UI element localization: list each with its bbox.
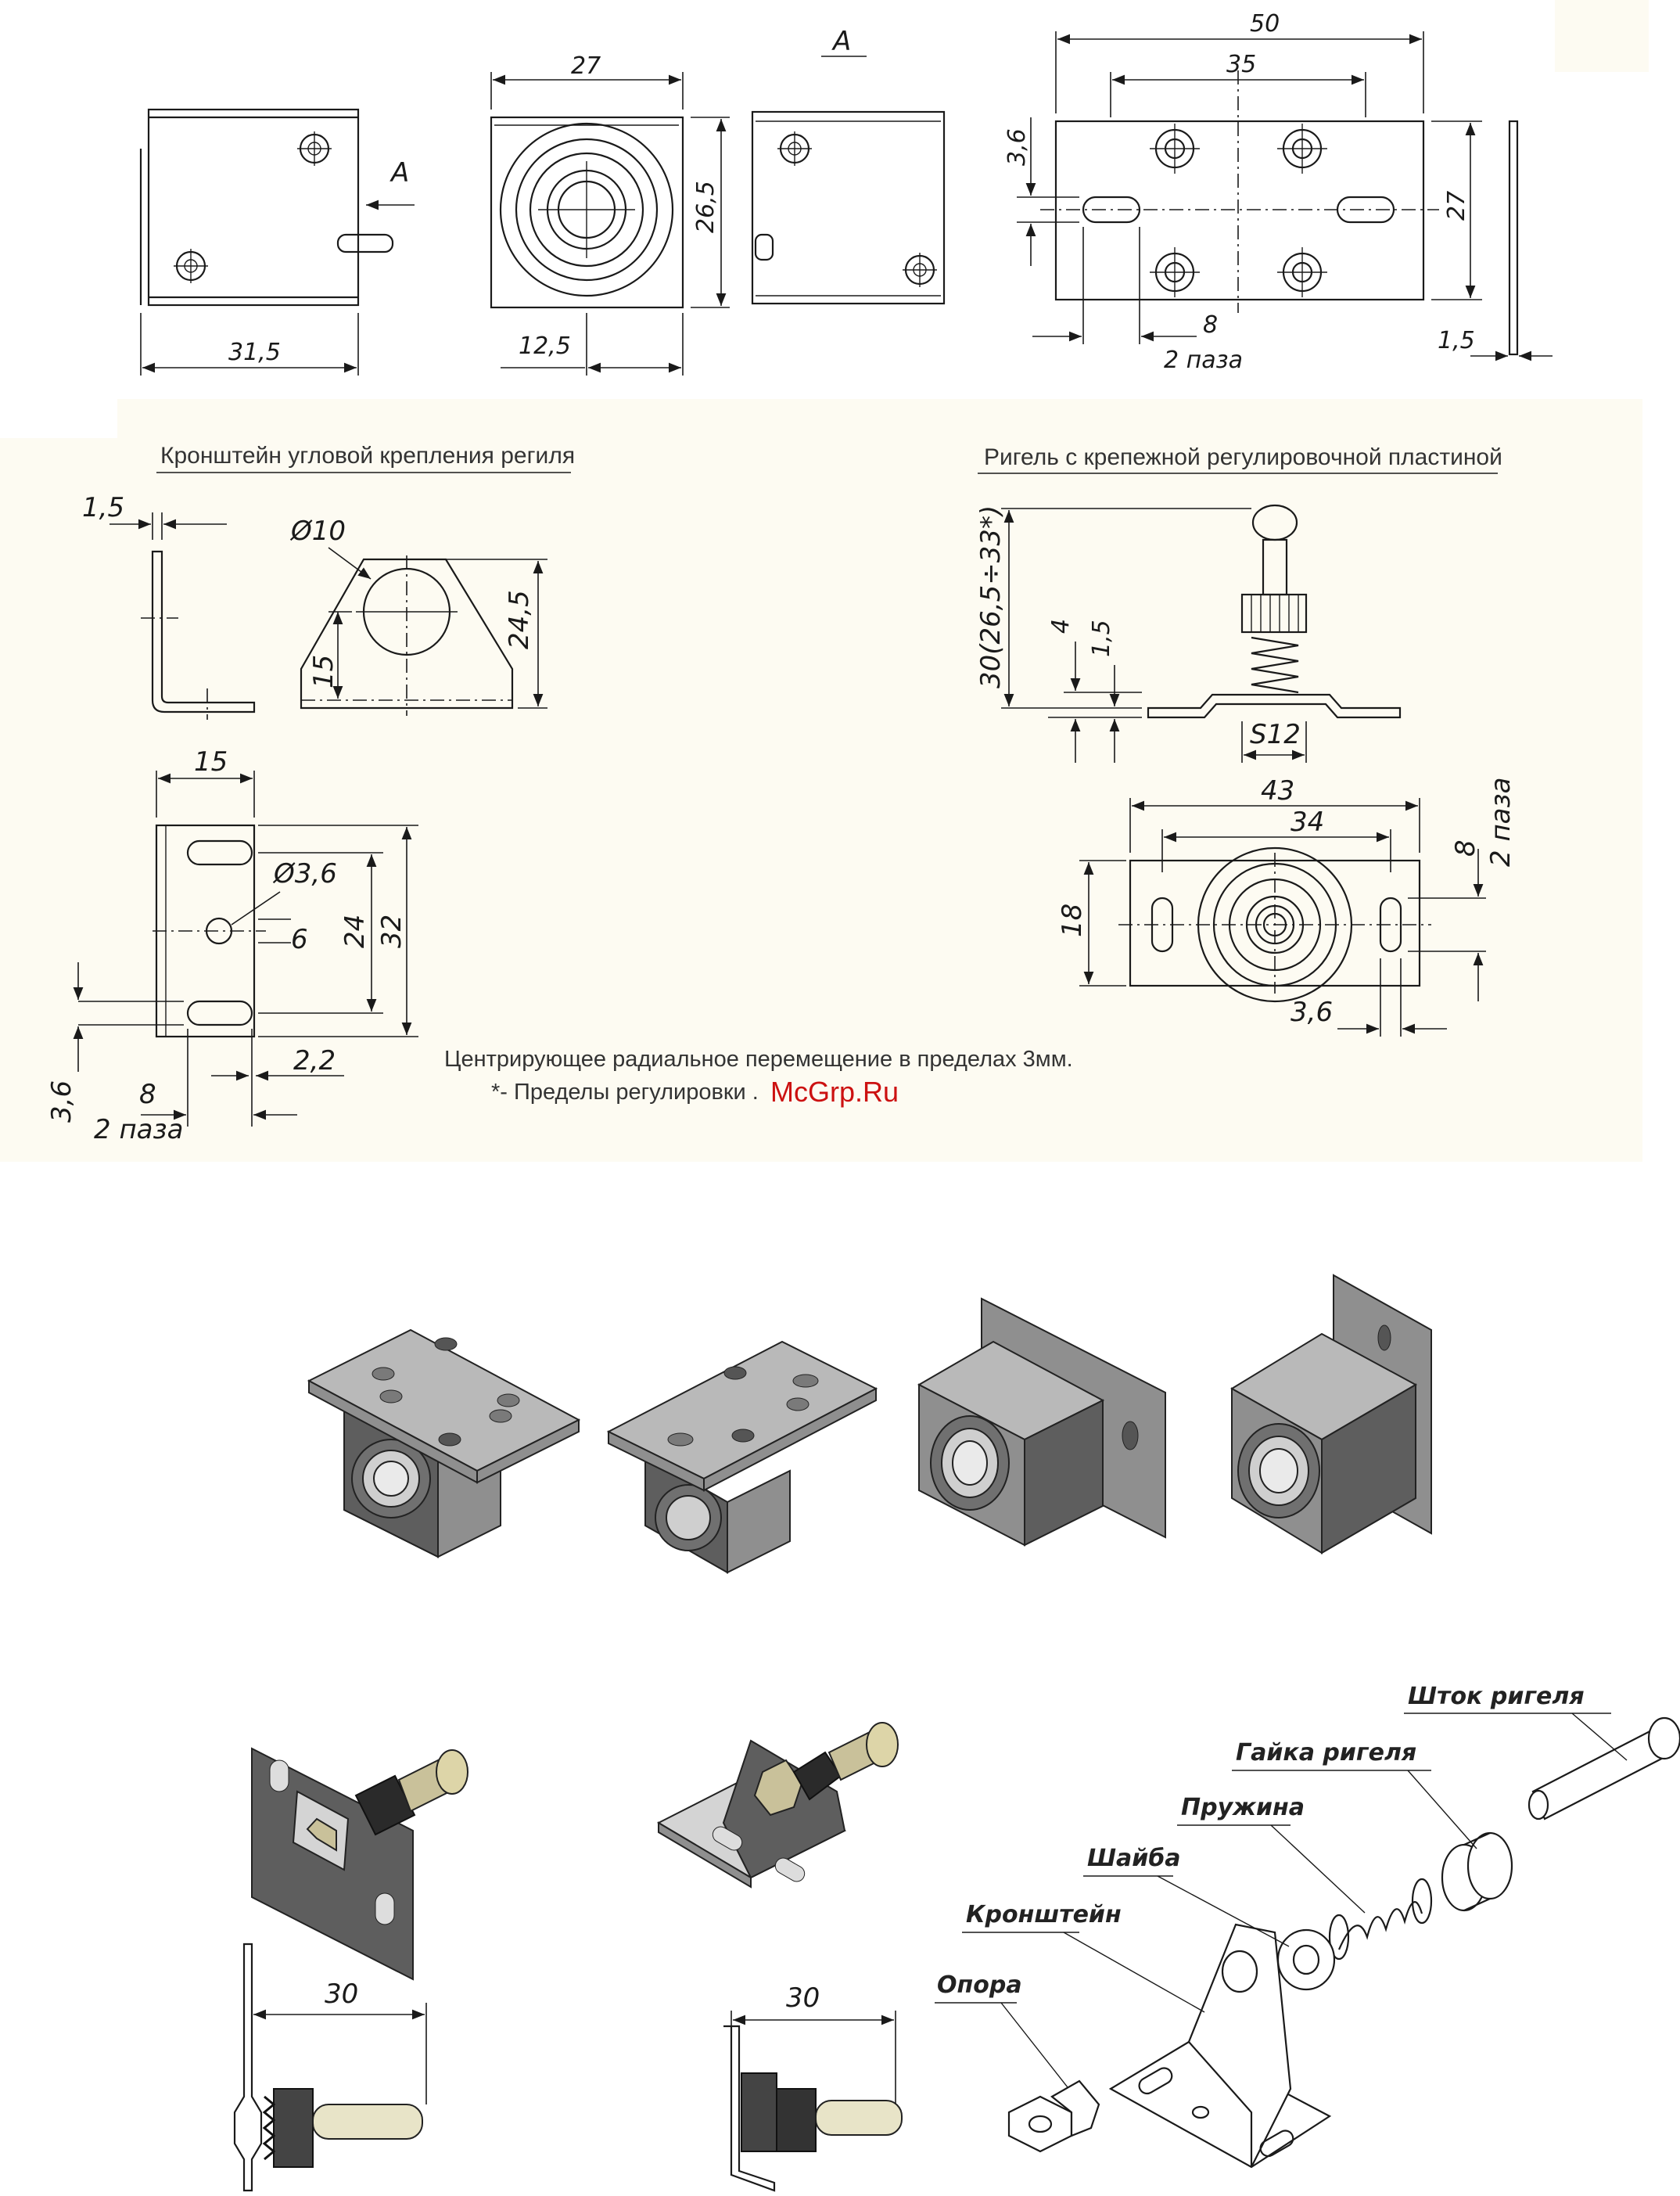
drawing-panel-background xyxy=(0,399,1642,1162)
dim-8-slot: 8 xyxy=(139,1079,156,1110)
render-side-mount-1 xyxy=(917,1297,1166,1547)
dim-8-bolt: 8 xyxy=(1450,839,1481,857)
dim-30-adjust: 30(26,5÷33*) xyxy=(975,505,1007,688)
dim-1-5-bolt: 1,5 xyxy=(1088,620,1115,657)
dim-diameter-10: Ø10 xyxy=(289,516,346,547)
dim-2-slots-bracket: 2 паза xyxy=(94,1114,183,1145)
view-a xyxy=(751,56,946,305)
dim-27-plate: 27 xyxy=(1443,191,1470,221)
label-washer: Шайба xyxy=(1087,1845,1181,1872)
dim-6: 6 xyxy=(291,924,308,955)
dim-s12: S12 xyxy=(1250,719,1301,750)
label-spring: Пружина xyxy=(1181,1794,1305,1821)
dim-3-6-bolt: 3,6 xyxy=(1291,997,1333,1028)
dim-3-6-slot: 3,6 xyxy=(46,1080,77,1123)
watermark-text: McGrp.Ru xyxy=(770,1076,899,1108)
label-rod: Шток ригеля xyxy=(1408,1683,1585,1710)
render-plate-mount-2 xyxy=(606,1340,878,1574)
label-nut: Гайка ригеля xyxy=(1236,1739,1416,1767)
render-bolt-flat-plate xyxy=(251,1747,468,1981)
section-bolt-flat-plate xyxy=(233,1943,427,2192)
note-adjustment-limits: *- Пределы регулировки . xyxy=(491,1080,759,1105)
dim-30-left: 30 xyxy=(325,1979,358,2010)
render-bolt-angle-bracket xyxy=(656,1722,899,1889)
dim-1-5-plate: 1,5 xyxy=(1438,327,1475,354)
front-view-center xyxy=(490,72,730,376)
dim-27-top: 27 xyxy=(571,52,601,80)
bolt-plate-top-view xyxy=(1079,798,1486,1037)
dim-43: 43 xyxy=(1261,775,1294,807)
dim-thickness-1-5: 1,5 xyxy=(82,492,124,523)
note-radial-movement: Центрирующее радиальное перемещение в пр… xyxy=(444,1047,1073,1072)
label-support: Опора xyxy=(937,1971,1022,1999)
bracket-front-view xyxy=(300,547,547,716)
dim-50: 50 xyxy=(1250,10,1280,38)
top-right-beige-patch xyxy=(1555,0,1649,72)
bolt-side-view xyxy=(1001,504,1402,763)
dim-8-plate: 8 xyxy=(1203,311,1218,339)
bracket-side-view xyxy=(109,512,256,720)
dim-15-bottom: 15 xyxy=(194,746,228,778)
dim-32: 32 xyxy=(376,915,407,948)
dim-24-5: 24,5 xyxy=(504,590,535,649)
dim-31-5: 31,5 xyxy=(228,339,281,366)
view-a-label: A xyxy=(831,26,851,57)
label-bracket: Кронштейн xyxy=(966,1901,1122,1928)
drawing-panel-notch xyxy=(0,399,117,438)
dim-15-front: 15 xyxy=(308,655,339,688)
dim-24: 24 xyxy=(339,915,371,948)
dim-2-slots-plate: 2 паза xyxy=(1164,347,1243,374)
dim-12-5: 12,5 xyxy=(519,332,571,360)
exploded-view xyxy=(935,1713,1680,2169)
view-arrow-label: A xyxy=(389,157,409,189)
side-view-left xyxy=(139,108,415,376)
dim-2-2: 2,2 xyxy=(293,1045,336,1076)
dim-34: 34 xyxy=(1291,807,1324,838)
dim-30-right: 30 xyxy=(786,1982,820,2014)
dim-18: 18 xyxy=(1057,904,1088,937)
bracket-bottom-view xyxy=(73,771,418,1127)
mounting-plate-view xyxy=(1017,31,1553,361)
dim-4: 4 xyxy=(1047,619,1075,634)
dim-35: 35 xyxy=(1226,51,1256,78)
section-bolt-angle-bracket xyxy=(723,2011,903,2192)
render-plate-mount-1 xyxy=(307,1328,581,1558)
bracket-section-title: Кронштейн угловой крепления региля xyxy=(160,443,575,469)
bolt-section-title: Ригель с крепежной регулировочной пласти… xyxy=(984,444,1502,470)
dim-diameter-3-6: Ø3,6 xyxy=(272,858,337,890)
render-side-mount-2 xyxy=(1230,1274,1432,1554)
dim-26-5: 26,5 xyxy=(692,181,720,233)
dim-3-6-plate: 3,6 xyxy=(1003,128,1031,166)
dim-2-slots-bolt: 2 паза xyxy=(1485,778,1517,867)
